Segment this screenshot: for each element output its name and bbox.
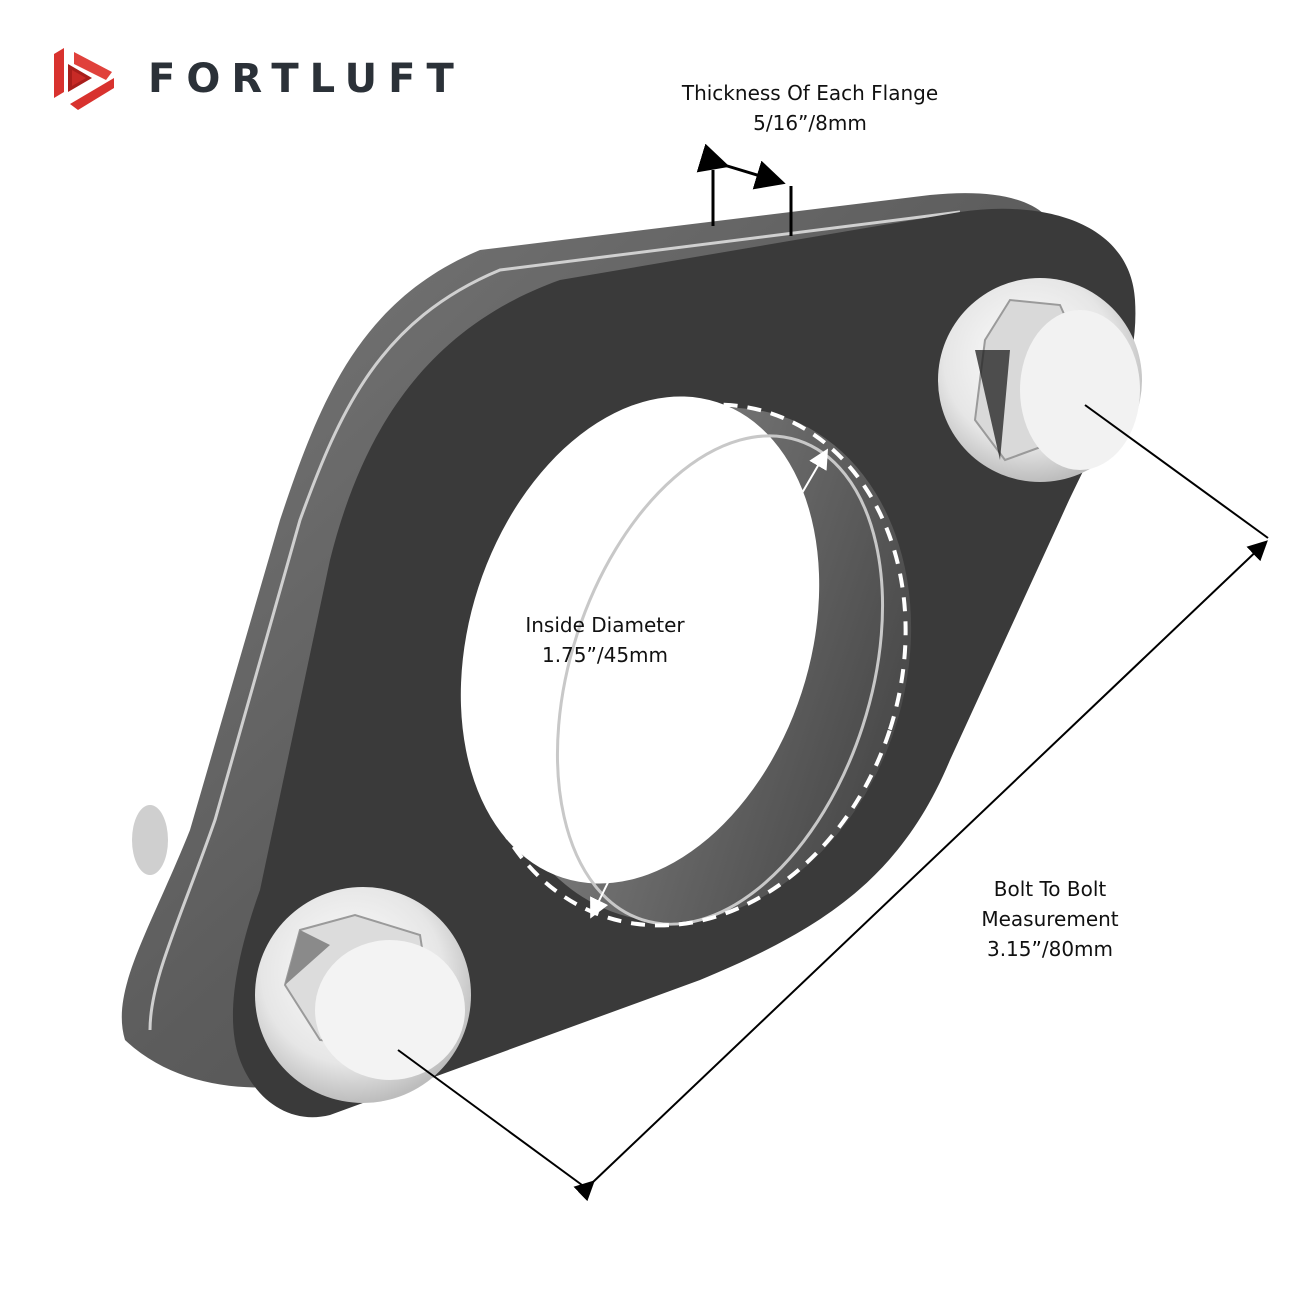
bolt-stub-rear — [132, 805, 168, 875]
red-hexagon-play-icon — [54, 48, 114, 110]
bolt-lower-left — [255, 887, 471, 1103]
bolt-to-bolt-line1: Bolt To Bolt — [993, 877, 1107, 901]
bolt-to-bolt-value: 3.15”/80mm — [986, 937, 1114, 961]
thickness-label: Thickness Of Each Flange 5/16”/8mm — [660, 78, 960, 138]
thickness-dimension-marker — [696, 143, 793, 236]
brand-header: FORTLUFT — [50, 46, 465, 112]
bolt-upper-right — [938, 278, 1142, 482]
thickness-value: 5/16”/8mm — [753, 111, 867, 135]
thickness-title: Thickness Of Each Flange — [681, 81, 939, 105]
bolt-to-bolt-label: Bolt To Bolt Measurement 3.15”/80mm — [950, 874, 1150, 964]
inside-diameter-value: 1.75”/45mm — [541, 643, 669, 667]
inside-diameter-title: Inside Diameter — [525, 613, 685, 637]
bolt-to-bolt-dimension — [397, 404, 1269, 1202]
inside-diameter-label: Inside Diameter 1.75”/45mm — [500, 610, 710, 670]
bolt-to-bolt-line2: Measurement — [981, 907, 1119, 931]
brand-name: FORTLUFT — [148, 56, 465, 102]
